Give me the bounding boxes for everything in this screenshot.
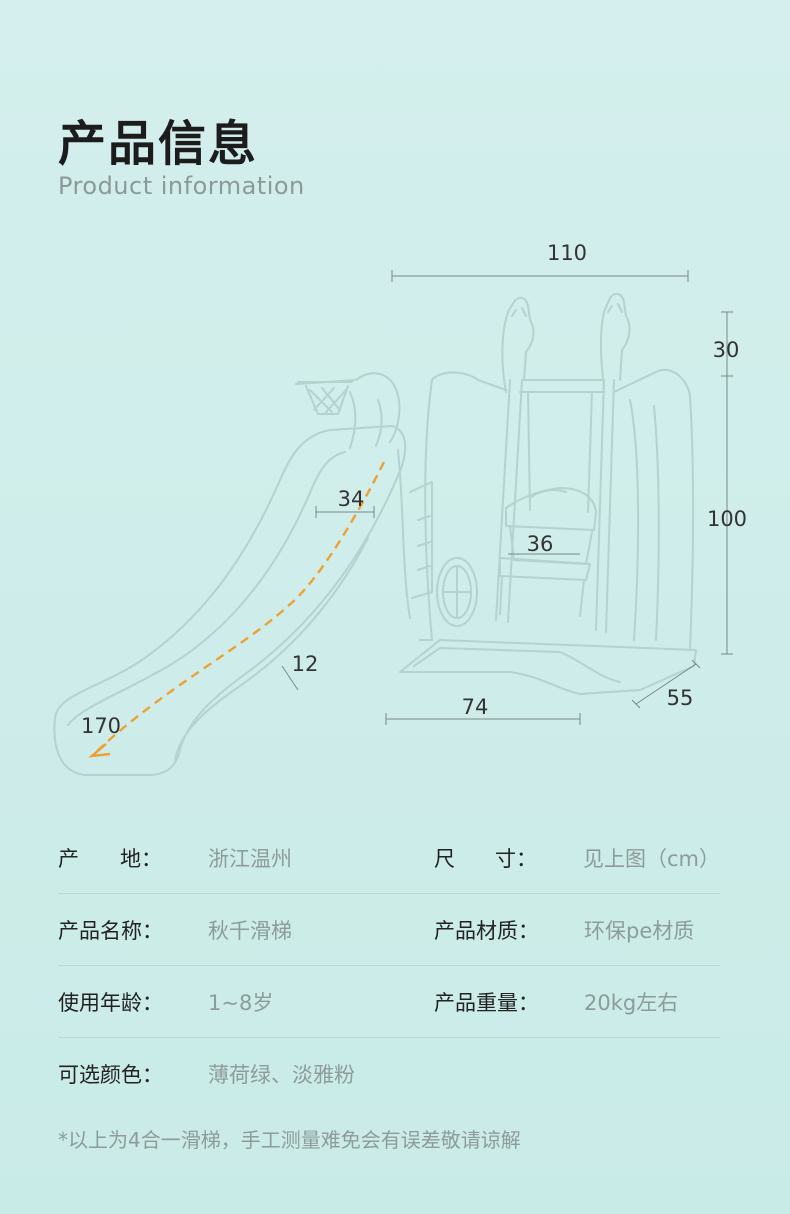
page-title: 产品信息	[58, 116, 259, 172]
spec-row: 可选颜色： 薄荷绿、淡雅粉	[58, 1038, 720, 1109]
dim-slide-side: 12	[292, 652, 319, 676]
spec-size-label: 尺 寸：	[434, 846, 537, 871]
spec-size: 尺 寸： 见上图（cm）	[434, 843, 720, 873]
dimension-lines	[281, 270, 733, 725]
dim-base: 74	[462, 695, 489, 719]
spec-material: 产品材质： 环保pe材质	[434, 915, 720, 945]
dim-width-total: 110	[547, 241, 587, 265]
dim-height: 100	[707, 507, 747, 531]
spec-name-label: 产品名称：	[58, 918, 163, 943]
spec-colors-value: 薄荷绿、淡雅粉	[208, 1062, 355, 1087]
spec-material-value: 环保pe材质	[584, 918, 695, 943]
dim-seat: 36	[527, 532, 554, 556]
spec-name: 产品名称： 秋千滑梯	[58, 915, 434, 945]
spec-table: 产 地： 浙江温州 尺 寸： 见上图（cm） 产品名称： 秋千滑梯 产品材质： …	[58, 822, 720, 1109]
spec-origin-label: 产 地：	[58, 846, 162, 871]
product-dimension-diagram: 110 30 100 34 36 12 170 74 55	[53, 241, 747, 776]
page-subtitle: Product information	[58, 172, 305, 200]
spec-weight-label: 产品重量：	[434, 990, 539, 1015]
spec-row: 产品名称： 秋千滑梯 产品材质： 环保pe材质	[58, 894, 720, 966]
spec-material-label: 产品材质：	[434, 918, 539, 943]
spec-colors-label: 可选颜色：	[58, 1062, 163, 1087]
spec-age-label: 使用年龄：	[58, 990, 163, 1015]
dim-slide-length: 170	[81, 714, 121, 738]
spec-origin-value: 浙江温州	[208, 846, 292, 871]
dim-top-extra: 30	[713, 338, 740, 362]
spec-weight-value: 20kg左右	[584, 990, 679, 1015]
spec-colors: 可选颜色： 薄荷绿、淡雅粉	[58, 1059, 434, 1089]
spec-age-value: 1~8岁	[208, 990, 274, 1015]
spec-row: 产 地： 浙江温州 尺 寸： 见上图（cm）	[58, 822, 720, 894]
spec-row: 使用年龄： 1~8岁 产品重量： 20kg左右	[58, 966, 720, 1038]
dim-depth: 55	[667, 686, 694, 710]
slide-length-indicator	[91, 461, 386, 757]
disclaimer-note: *以上为4合一滑梯，手工测量难免会有误差敬请谅解	[58, 1128, 521, 1152]
spec-size-value: 见上图（cm）	[582, 846, 720, 871]
spec-name-value: 秋千滑梯	[208, 918, 292, 943]
slide-length-arrowhead	[88, 743, 111, 758]
spec-weight: 产品重量： 20kg左右	[434, 987, 720, 1017]
spec-age: 使用年龄： 1~8岁	[58, 987, 434, 1017]
dim-slide-width: 34	[338, 487, 365, 511]
spec-origin: 产 地： 浙江温州	[58, 843, 434, 873]
slide-swing-outline	[53, 292, 697, 776]
